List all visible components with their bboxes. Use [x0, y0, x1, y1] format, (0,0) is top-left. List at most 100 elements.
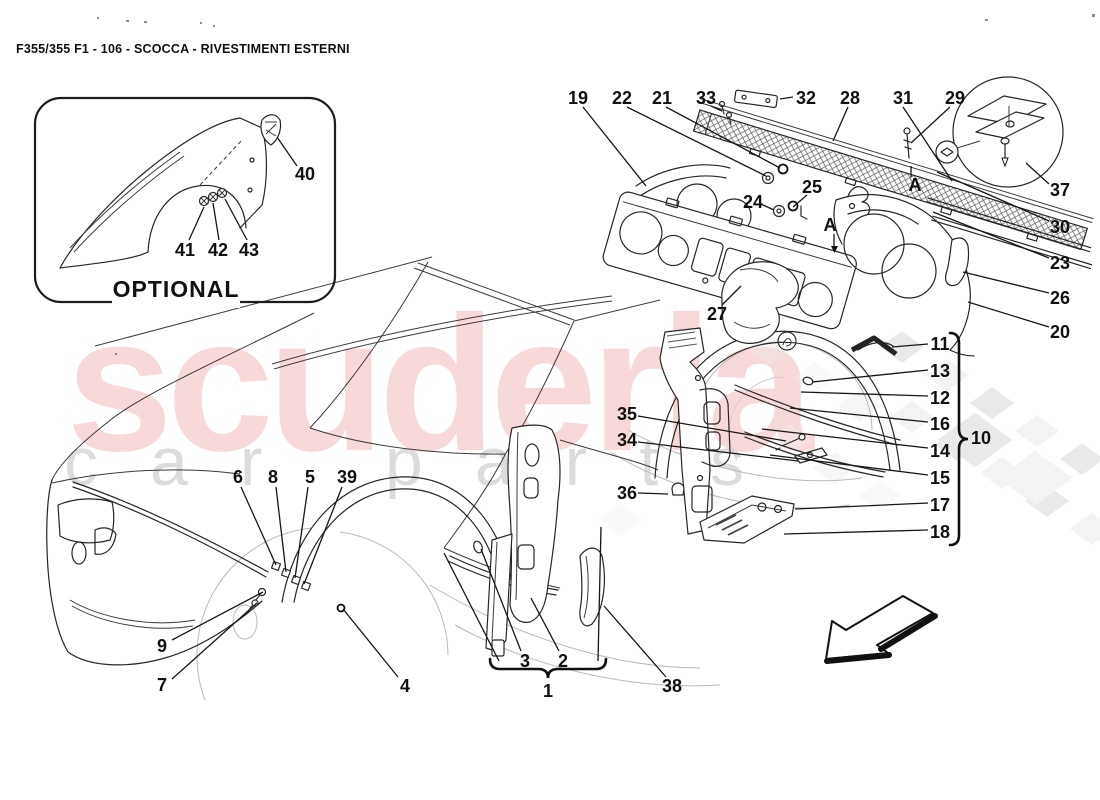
leader-line-20: [967, 301, 1050, 328]
leader-line-21: [665, 106, 781, 169]
leader-line-28: [832, 106, 849, 142]
leader-line-22: [626, 106, 767, 177]
part-label-28: 28: [840, 88, 860, 108]
checkered-flag-watermark: [598, 331, 1100, 545]
optional-inset-box: OPTIONAL: [33, 96, 337, 308]
leader-line-36: [637, 492, 669, 495]
page-title: F355/355 F1 - 106 - SCOCCA - RIVESTIMENT…: [16, 42, 350, 56]
leader-line-30: [936, 171, 1050, 222]
optional-label: OPTIONAL: [113, 276, 240, 302]
part-label-2: 2: [558, 651, 568, 671]
support-bracket-part: [699, 495, 795, 544]
direction-arrow-icon: [824, 595, 938, 664]
part-label-16: 16: [930, 414, 950, 434]
part-label-36: 36: [617, 483, 637, 503]
leader-line-25: [792, 194, 808, 208]
leader-line-17: [794, 502, 929, 510]
leader-line-43: [224, 198, 248, 241]
leader-line-37: [1025, 162, 1050, 185]
mesh-grille-strip: [692, 97, 1094, 251]
part-label-7: 7: [157, 675, 167, 695]
part-label-20: 20: [1050, 322, 1070, 342]
leader-line-13: [811, 369, 929, 383]
ferrari-badge-icon: [777, 331, 797, 351]
leader-line-12: [800, 391, 929, 397]
leader-line-41: [188, 206, 205, 241]
leader-line-39: [303, 486, 343, 585]
leader-line-11: [891, 343, 929, 348]
leader-line-2: [530, 597, 560, 652]
leader-line-8: [275, 486, 287, 573]
leader-line-35: [637, 415, 787, 442]
leader-line-31: [902, 106, 953, 182]
part-label-A: A: [824, 215, 837, 235]
watermark-secondary-car: car: [64, 424, 315, 500]
leader-line-29: [910, 106, 951, 144]
part-label-14: 14: [930, 441, 950, 461]
leader-line-33: [710, 105, 723, 112]
part-label-15: 15: [930, 468, 950, 488]
leader-line-40: [276, 136, 298, 167]
part-label-10: 10: [971, 428, 991, 448]
part-label-9: 9: [157, 636, 167, 656]
part-label-30: 30: [1050, 217, 1070, 237]
part-label-25: 25: [802, 177, 822, 197]
leader-line-5: [294, 486, 309, 579]
part-label-37: 37: [1050, 180, 1070, 200]
pillar-trim-part: [473, 424, 561, 657]
leader-line-9: [171, 591, 264, 641]
corner-trim-part: [945, 237, 970, 287]
part-label-34: 34: [617, 430, 637, 450]
part-label-26: 26: [1050, 288, 1070, 308]
optional-fender-drawing: [59, 114, 282, 269]
part-label-41: 41: [175, 240, 195, 260]
part-label-24: 24: [743, 192, 763, 212]
leader-line-4: [342, 608, 399, 678]
part-label-19: 19: [568, 88, 588, 108]
leader-line-19: [582, 106, 647, 187]
leader-line-15: [769, 454, 929, 476]
leader-line-26: [962, 271, 1050, 294]
part-label-A: A: [909, 175, 922, 195]
magnifier-detail: [935, 76, 1064, 188]
part-label-23: 23: [1050, 253, 1070, 273]
lower-rails: [926, 197, 1093, 270]
part-label-33: 33: [696, 88, 716, 108]
leader-line-34: [637, 441, 799, 462]
part-label-3: 3: [520, 651, 530, 671]
part-label-1: 1: [543, 681, 553, 701]
leader-line-27: [721, 285, 742, 306]
plug-part: [671, 482, 685, 496]
part-label-31: 31: [893, 88, 913, 108]
leader-line-3: [480, 548, 522, 652]
part-label-12: 12: [930, 388, 950, 408]
part-label-40: 40: [295, 164, 315, 184]
part-label-32: 32: [796, 88, 816, 108]
arch-guard-part: [579, 547, 605, 627]
part-label-4: 4: [400, 676, 410, 696]
air-duct-part: [721, 261, 799, 344]
clip-fasteners: [245, 560, 346, 615]
part-label-38: 38: [662, 676, 682, 696]
part-label-5: 5: [305, 467, 315, 487]
leader-line-38: [603, 605, 667, 678]
part-label-8: 8: [268, 467, 278, 487]
part-label-39: 39: [337, 467, 357, 487]
leader-line-14: [761, 428, 929, 449]
leader-line-7: [171, 602, 258, 680]
part-label-43: 43: [239, 240, 259, 260]
leader-line-23: [932, 211, 1050, 259]
leader-line-18: [783, 529, 929, 535]
part-label-42: 42: [208, 240, 228, 260]
part-label-35: 35: [617, 404, 637, 424]
part-label-18: 18: [930, 522, 950, 542]
print-specks: [97, 14, 1095, 355]
part-label-29: 29: [945, 88, 965, 108]
leader-line-6: [240, 486, 277, 566]
part-label-6: 6: [233, 467, 243, 487]
group-braces: [443, 331, 969, 679]
part-label-22: 22: [612, 88, 632, 108]
leader-line-16: [789, 407, 929, 423]
